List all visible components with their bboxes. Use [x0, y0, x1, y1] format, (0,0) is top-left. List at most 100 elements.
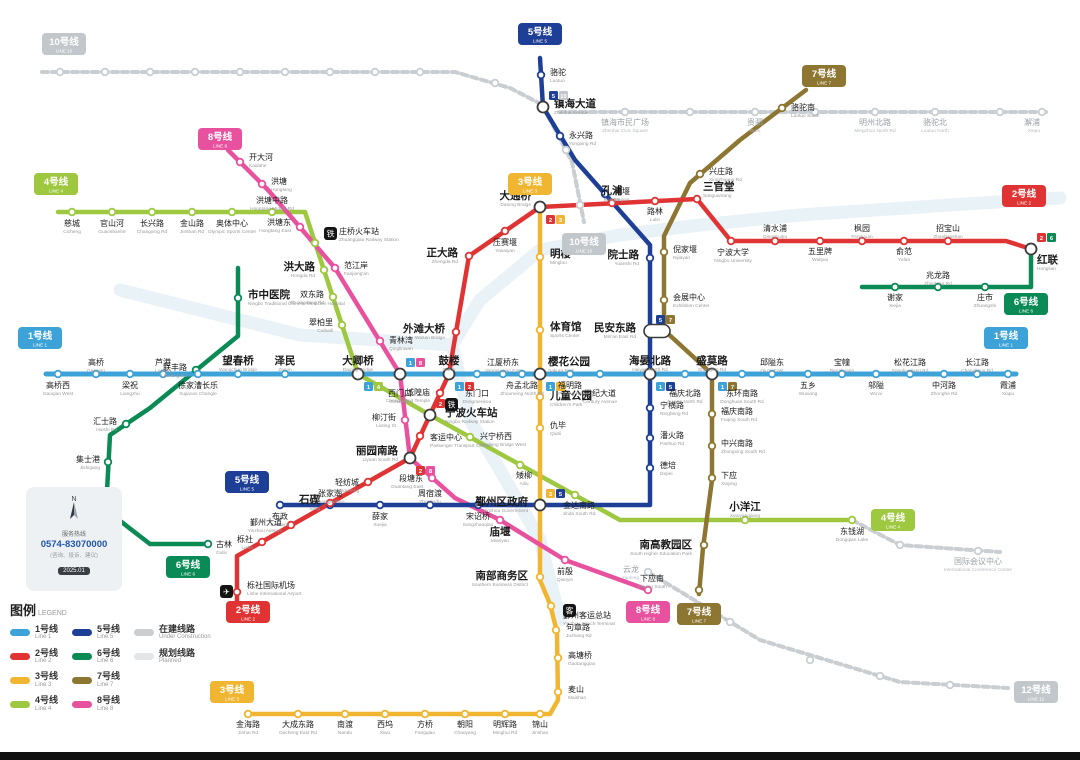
line-badge-en: LINE 2 — [1017, 201, 1031, 206]
station-label-en: Jinda South Rd — [563, 511, 596, 517]
station-双东路 — [328, 292, 338, 302]
compass-icon: N — [70, 496, 78, 519]
station-label-zh: 谢家 — [887, 292, 903, 302]
transfer-badge-line-1 — [656, 382, 665, 391]
legend-label-en: Under Construction — [159, 634, 211, 641]
station-label-zh: 麦山 — [568, 684, 584, 694]
bottom-bar — [0, 752, 1080, 760]
station-label-zh: 江厦桥东 — [487, 357, 519, 367]
station-label-zh: 市中医院 — [248, 288, 290, 301]
station-泽民 — [280, 369, 290, 379]
station-明辉路 — [500, 709, 510, 719]
station-永兴路 — [555, 131, 565, 141]
transfer-badge-line-1 — [455, 382, 464, 391]
legend-label-zh: 3号线 — [35, 671, 59, 682]
station-红联 — [1024, 242, 1038, 256]
station-label-en: Dongqian Lake — [836, 537, 869, 543]
station-label-en: Luotuo South — [791, 113, 820, 119]
station-label-zh: 鼓楼 — [439, 354, 460, 367]
station-label-zh: 轻纺城 — [335, 477, 359, 487]
station-方桥 — [420, 709, 430, 719]
station-庄市 — [980, 282, 990, 292]
station-邱隘东 — [767, 369, 777, 379]
transfer-badge-line-2 — [436, 399, 445, 408]
station-label-zh: 东环南路 — [726, 388, 758, 398]
transfer-badge-number: 5 — [559, 492, 563, 498]
station-label-en: Xiaoyangjiang — [730, 513, 760, 519]
station-鄞州客运总站 — [546, 601, 556, 611]
station-label-en: Zhaobaoshan — [933, 234, 963, 240]
station-label-zh: 体育馆 — [550, 320, 582, 333]
station-古林 — [203, 539, 213, 549]
station-label-en: Zhonghe Rd — [931, 391, 958, 397]
transfer-badge-line-1 — [546, 382, 555, 391]
station — [694, 585, 704, 595]
station-集士港 — [103, 457, 113, 467]
station-label-en: Jinhai Rd — [238, 730, 258, 736]
station-孔浦 — [607, 198, 617, 208]
station-label-en: Gulou — [443, 367, 456, 373]
station-段塘东 — [427, 473, 437, 483]
compass-needle-light — [74, 502, 78, 519]
transfer-badge-number: 3 — [549, 492, 553, 498]
station-体育馆 — [535, 325, 545, 335]
transfer-badge-number: 5 — [659, 318, 663, 324]
station-澥浦 — [1037, 107, 1047, 117]
station-label-en: Daqing Bridge — [343, 367, 374, 373]
station-潘火路 — [645, 433, 655, 443]
station-label-en: Minghui Rd — [493, 730, 518, 736]
transfer-badge-line-1 — [364, 382, 373, 391]
station-中河路 — [939, 369, 949, 379]
station-label-zh: 骆驼 — [550, 67, 566, 77]
legend-label-en: Line 1 — [35, 634, 52, 641]
line-badge-en: LINE 10 — [56, 49, 73, 54]
line-badge-en: LINE 2 — [241, 617, 255, 622]
station-奥体中心 — [227, 207, 237, 217]
transfer-badge-line-5 — [556, 489, 565, 498]
station-label-zh: 联丰路 — [163, 362, 187, 372]
rivers-layer — [113, 191, 1067, 627]
station-小洋江 — [740, 515, 750, 525]
station-樱花公园 — [533, 367, 547, 381]
station-label-zh: 矮柳 — [516, 470, 532, 480]
station-宁横路 — [645, 403, 655, 413]
station-label-zh: 东钱湖 — [840, 526, 864, 536]
station-label-zh: 徐家漕长乐 — [178, 380, 218, 390]
station-label-en: Ningheng Rd — [660, 411, 688, 417]
station-label-zh: 红联 — [1037, 253, 1059, 266]
transfer-badge-line-8 — [416, 358, 425, 367]
station-label-en: Zhaolong Rd — [924, 281, 952, 287]
station-label-en: Guanshanhe — [98, 229, 126, 235]
line-badge-en: LINE 1 — [33, 343, 47, 348]
station-label-en: Waitan Bridge — [415, 335, 445, 341]
station-高桥西 — [53, 369, 63, 379]
station-label-en: Luotuo — [550, 78, 565, 84]
line-badge-zh: 6号线 — [1014, 296, 1039, 308]
station-label-en: Century Avenue — [583, 399, 617, 405]
station-label-zh: 鄞州区政府 — [476, 495, 529, 508]
station-label-zh: 范江岸 — [344, 260, 368, 270]
station-label-zh: 院士路 — [608, 248, 640, 261]
station-舟孟北路 — [517, 369, 527, 379]
station-周宿渡 — [425, 500, 435, 510]
station-label-en: Qinglinwan — [389, 346, 413, 352]
station-label-en: Shuangdong Rd — [289, 300, 324, 306]
station-label-zh: 招宝山 — [936, 223, 960, 233]
station-label-zh: 句章路 — [566, 622, 590, 632]
station-label-en: Chaoyang — [454, 730, 476, 736]
transfer-badge-line-3 — [546, 489, 555, 498]
legend-label-en: Line 5 — [97, 634, 114, 641]
station-label-zh: 德培 — [660, 460, 676, 470]
station-薛家 — [375, 500, 385, 510]
station-label-en: Duantang East — [391, 484, 423, 490]
station-下应南 — [643, 585, 653, 595]
